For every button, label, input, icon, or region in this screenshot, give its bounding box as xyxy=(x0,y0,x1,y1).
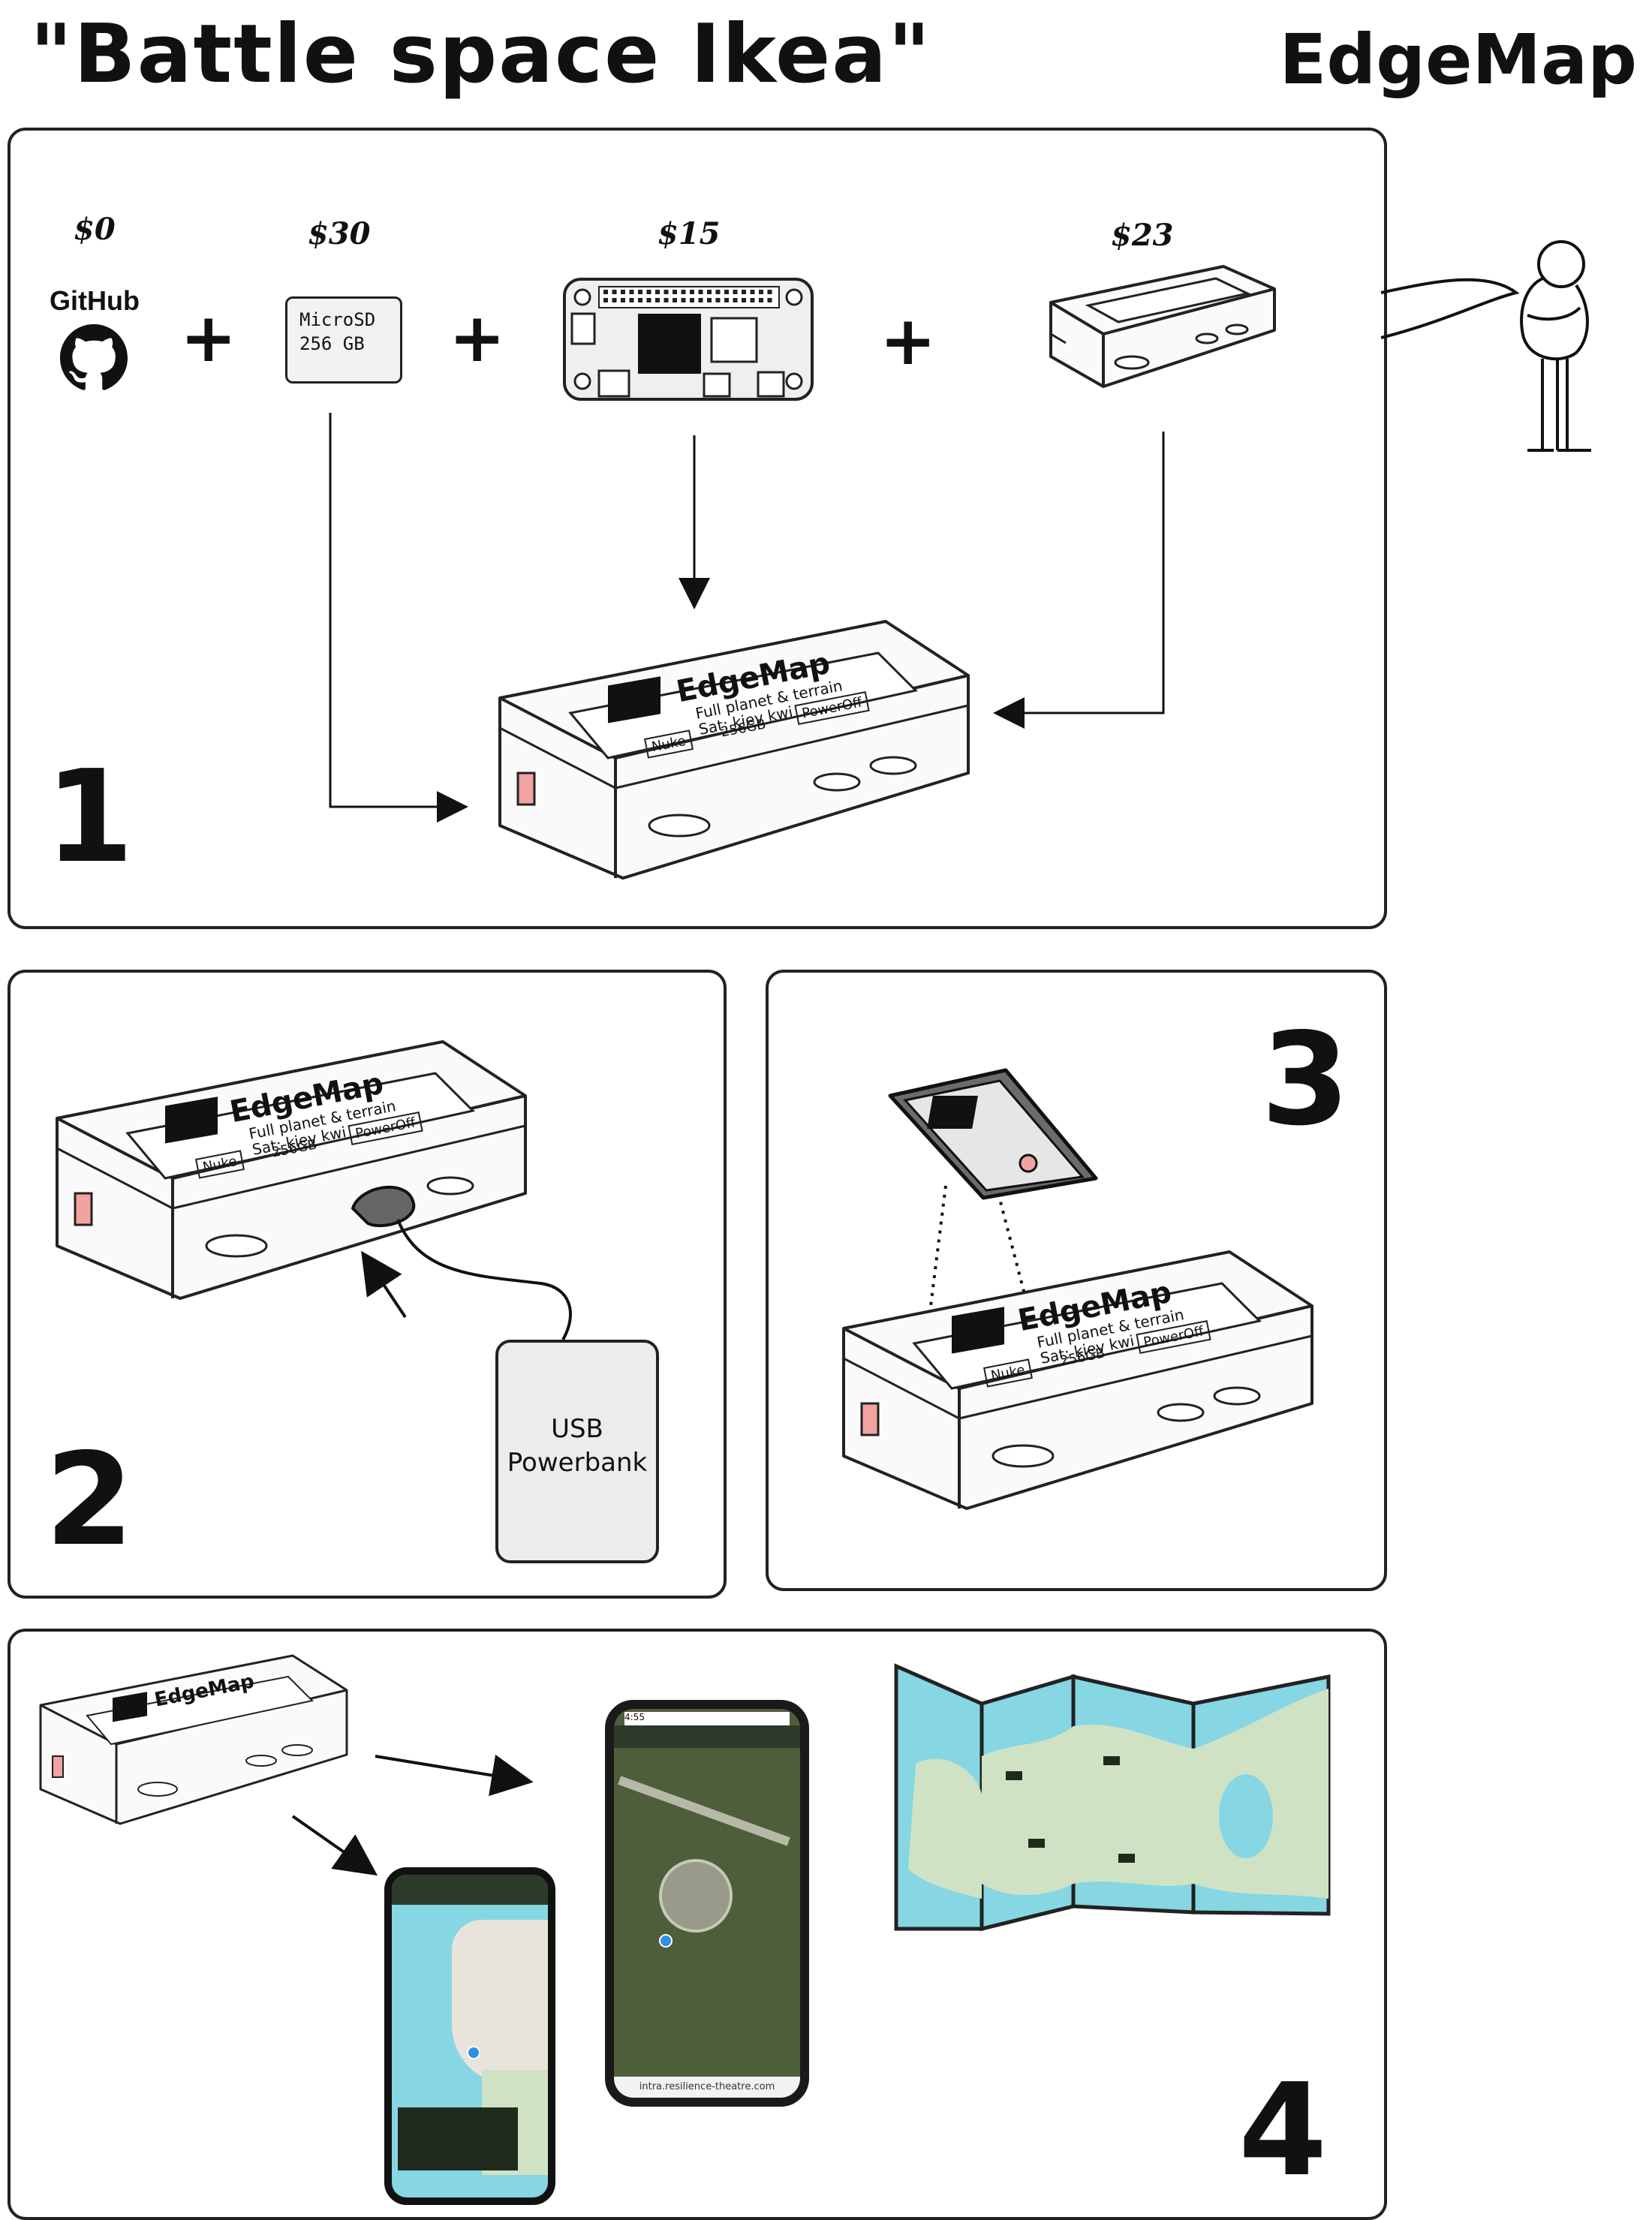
gpio-pin xyxy=(742,298,746,302)
price-pi-zero: $15 xyxy=(657,216,721,251)
page-title: "Battle space Ikea" xyxy=(30,8,932,101)
gpio-pin xyxy=(638,298,642,302)
gpio-pin xyxy=(742,290,746,294)
gpio-pin xyxy=(767,298,772,302)
phone-3d-terrain: 4:55 intra.resilience-theatre.com xyxy=(605,1700,809,2107)
gpio-pin xyxy=(690,298,694,302)
github-label: GitHub xyxy=(50,285,140,316)
gpio-pin xyxy=(750,290,755,294)
phone-status-time: 4:55 xyxy=(624,1712,790,1725)
gpio-pin xyxy=(638,290,642,294)
gpio-pin xyxy=(646,290,651,294)
step3-panel xyxy=(766,970,1387,1591)
assembly-arrows xyxy=(329,413,1165,823)
gpio-pin xyxy=(707,298,712,302)
powerbank-label-line1: USB xyxy=(551,1414,603,1444)
device-small xyxy=(39,1654,348,1825)
phone-3d-toolbar xyxy=(614,1725,800,1748)
brand-title: EdgeMap xyxy=(1279,20,1637,100)
gpio-pin xyxy=(715,298,721,302)
gpio-pin xyxy=(690,290,694,294)
device-being-scanned xyxy=(842,1250,1313,1510)
gpio-pin xyxy=(655,290,660,294)
ikea-figure-icon xyxy=(1380,240,1591,452)
powerbank-label-line2: Powerbank xyxy=(507,1448,648,1478)
gpio-pin xyxy=(698,290,703,294)
gpio-pin xyxy=(664,290,669,294)
microsd-card: MicroSD 256 GB xyxy=(285,296,402,384)
assembled-device xyxy=(498,620,970,880)
gpio-pin xyxy=(629,298,634,302)
gpio-pin xyxy=(698,298,703,302)
share-arrows xyxy=(291,1754,534,1876)
usb-cable xyxy=(351,1185,572,1340)
device-with-powerbank xyxy=(56,1040,527,1300)
gpio-pin xyxy=(673,298,677,302)
gpio-pin xyxy=(750,298,755,302)
gpio-pin xyxy=(603,298,608,302)
github-icon xyxy=(60,324,128,390)
gpio-pin xyxy=(673,290,677,294)
gpio-pin xyxy=(681,290,686,294)
price-github: $0 xyxy=(74,212,116,247)
usb-powerbank: USB Powerbank xyxy=(495,1340,659,1563)
gpio-pin xyxy=(621,298,625,302)
plus-sign-1: + xyxy=(180,299,237,378)
microsd-capacity: 256 GB xyxy=(299,333,365,354)
step-number-1: 1 xyxy=(45,743,134,892)
price-case: $23 xyxy=(1111,218,1174,253)
gpio-pin xyxy=(681,298,686,302)
gpio-pin xyxy=(612,298,617,302)
gpio-pin xyxy=(707,290,712,294)
price-microsd: $30 xyxy=(308,216,371,251)
phone-3d-marker-icon xyxy=(659,1934,673,1948)
phone-flat-map-land xyxy=(452,1920,548,2085)
step-number-2: 2 xyxy=(45,1426,134,1575)
gpio-pin xyxy=(603,290,608,294)
step-number-3: 3 xyxy=(1261,1006,1350,1154)
phone-flat-map-toolbar xyxy=(392,1875,548,1905)
phone-flat-map-info-panel xyxy=(398,2107,518,2170)
gpio-pin xyxy=(655,298,660,302)
gpio-pin xyxy=(767,290,772,294)
gpio-pin xyxy=(621,290,625,294)
step-number-4: 4 xyxy=(1238,2056,1328,2205)
microsd-label: MicroSD xyxy=(299,309,376,330)
gpio-pin xyxy=(733,298,738,302)
phone-scanning-qr xyxy=(888,1068,1098,1200)
gpio-pin xyxy=(664,298,669,302)
phone-flat-map xyxy=(384,1867,555,2205)
gpio-pin xyxy=(733,290,738,294)
plus-sign-3: + xyxy=(880,302,937,381)
gpio-pin xyxy=(724,290,729,294)
raspberry-pi-zero-board xyxy=(563,278,814,401)
scan-beam xyxy=(922,1185,1045,1367)
gpio-pin xyxy=(759,298,763,302)
phone-url-bar[interactable]: intra.resilience-theatre.com xyxy=(614,2077,800,2098)
gpio-pin xyxy=(724,298,729,302)
gpio-pin xyxy=(612,290,617,294)
gpio-pin xyxy=(759,290,763,294)
gpio-pin xyxy=(629,290,634,294)
gpio-pin xyxy=(646,298,651,302)
plus-sign-2: + xyxy=(449,299,506,378)
phone-flat-map-marker-icon xyxy=(467,2046,480,2059)
gpio-pin xyxy=(715,290,721,294)
terrain-building xyxy=(659,1859,733,1933)
device-case xyxy=(1049,265,1276,388)
folded-paper-map xyxy=(894,1663,1331,1932)
terrain-road xyxy=(618,1776,790,1846)
